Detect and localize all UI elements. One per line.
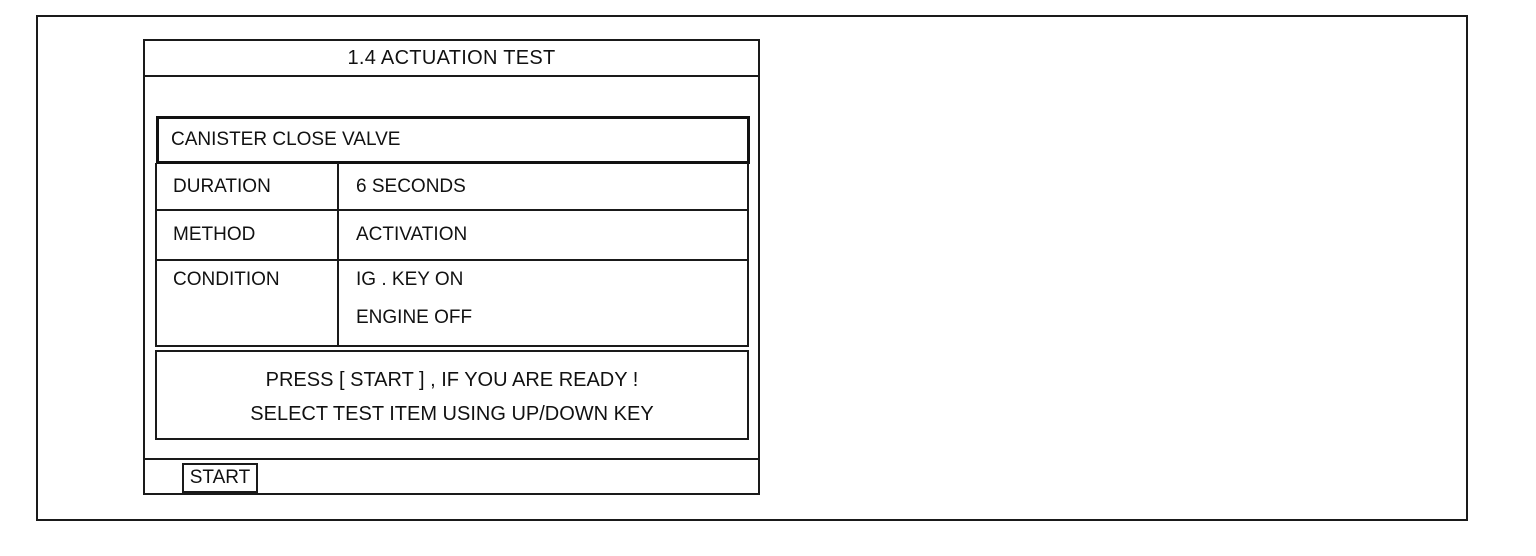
document-frame bbox=[36, 15, 1468, 521]
method-value: ACTIVATION bbox=[356, 224, 468, 245]
duration-label: DURATION bbox=[157, 163, 339, 209]
test-info-table: DURATION 6 SECONDS METHOD ACTIVATION CON… bbox=[155, 163, 749, 347]
instruction-message: PRESS [ START ] , IF YOU ARE READY ! SEL… bbox=[155, 350, 749, 440]
test-item-name[interactable]: CANISTER CLOSE VALVE bbox=[156, 116, 750, 164]
condition-value-line: IG . KEY ON bbox=[356, 269, 464, 290]
method-row: METHOD ACTIVATION bbox=[157, 211, 747, 261]
message-line-1: PRESS [ START ] , IF YOU ARE READY ! bbox=[265, 369, 639, 391]
method-label: METHOD bbox=[157, 211, 339, 259]
start-button[interactable]: START bbox=[182, 463, 258, 493]
condition-value: IG . KEY ON ENGINE OFF bbox=[339, 261, 747, 347]
duration-row: DURATION 6 SECONDS bbox=[157, 163, 747, 211]
condition-value-line: ENGINE OFF bbox=[356, 307, 473, 328]
duration-value: 6 SECONDS bbox=[356, 176, 466, 197]
condition-row: CONDITION IG . KEY ON ENGINE OFF bbox=[157, 261, 747, 347]
actuation-test-screen: 1.4 ACTUATION TEST CANISTER CLOSE VALVE … bbox=[143, 39, 760, 495]
screen-title: 1.4 ACTUATION TEST bbox=[145, 41, 758, 77]
condition-label: CONDITION bbox=[157, 261, 339, 347]
function-key-bar: START bbox=[145, 458, 758, 495]
message-line-2: SELECT TEST ITEM USING UP/DOWN KEY bbox=[250, 403, 654, 425]
